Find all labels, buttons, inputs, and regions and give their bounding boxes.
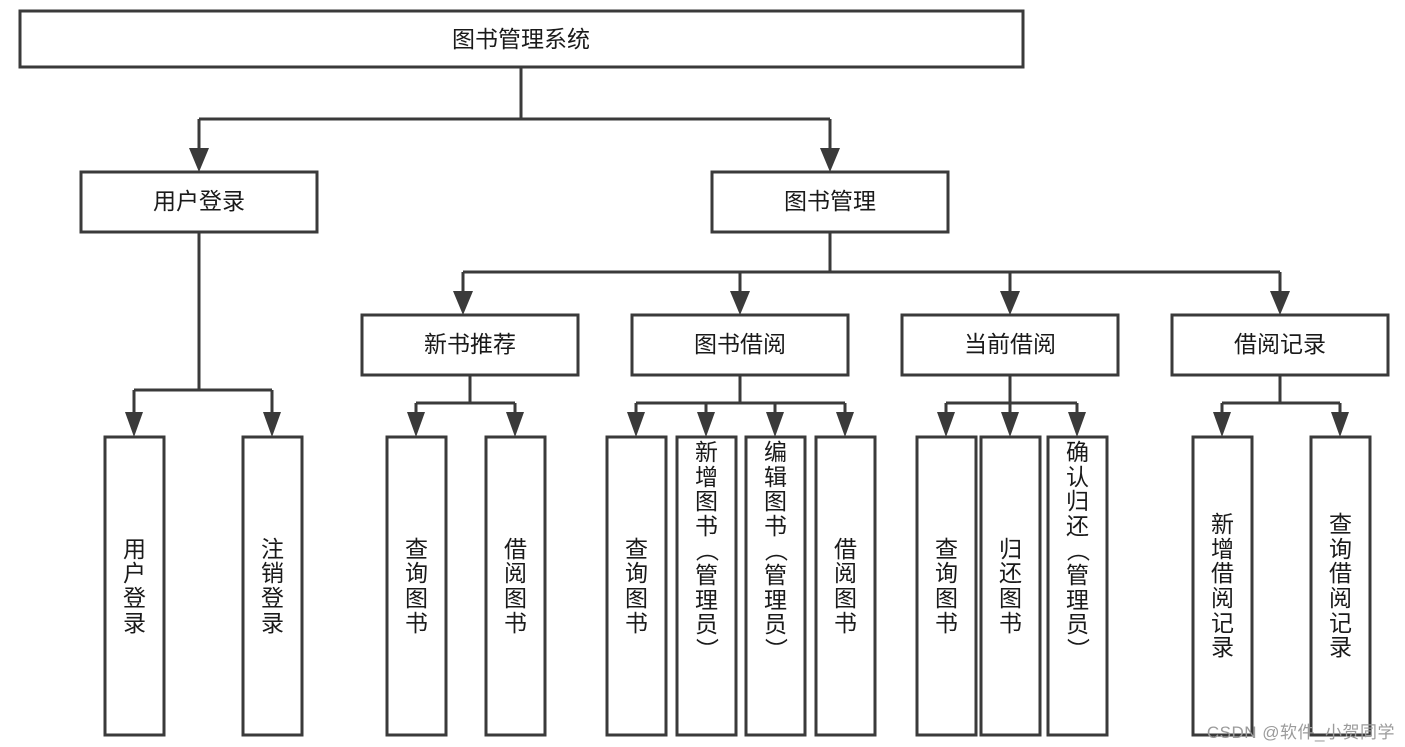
arrow-head-leaf-confirm-return	[1068, 412, 1086, 437]
arrow-head-user-login	[189, 148, 209, 172]
node-leaf-query-record-box[interactable]	[1309, 435, 1372, 737]
arrow-head-leaf-return-book	[1001, 412, 1019, 437]
connector-book-manage-to-level3	[453, 232, 1290, 315]
connector-current-borrow-to-leaves	[937, 375, 1086, 437]
node-leaf-add-record-box[interactable]	[1191, 435, 1254, 737]
arrow-head-borrow-record	[1270, 291, 1290, 315]
node-leaf-logout-login-box[interactable]	[241, 435, 304, 737]
arrow-head-leaf-query-book-1	[407, 412, 425, 437]
node-current-borrow-box[interactable]	[900, 313, 1120, 377]
arrow-head-leaf-logout-login	[263, 412, 281, 437]
node-borrow-record-box[interactable]	[1170, 313, 1390, 377]
connector-user-login-to-leaves	[125, 232, 281, 437]
connector-new-book-to-leaves	[407, 375, 524, 437]
arrow-head-leaf-edit-book	[766, 412, 784, 437]
node-book-manage-box[interactable]	[710, 170, 950, 234]
arrow-head-current-borrow	[1000, 291, 1020, 315]
node-book-borrow-label: 图书借阅	[694, 331, 786, 357]
node-leaf-edit-book-box[interactable]	[744, 435, 807, 737]
node-new-book-recommend[interactable]: 新书推荐	[360, 313, 580, 377]
connector-borrow-record-to-leaves	[1213, 375, 1349, 437]
node-book-manage[interactable]: 图书管理	[710, 170, 950, 234]
node-book-manage-label: 图书管理	[784, 188, 876, 214]
arrow-head-leaf-query-book-3	[937, 412, 955, 437]
node-new-book-recommend-label: 新书推荐	[424, 331, 516, 357]
node-user-login-box[interactable]	[79, 170, 319, 234]
arrow-head-leaf-add-record	[1213, 412, 1231, 437]
node-leaf-confirm-return-box[interactable]	[1046, 435, 1109, 737]
arrow-head-leaf-add-book	[697, 412, 715, 437]
arrow-head-leaf-user-login	[125, 412, 143, 437]
node-leaf-borrow-book-1-box[interactable]	[484, 435, 547, 737]
node-title-label: 图书管理系统	[452, 26, 590, 52]
node-borrow-record-label: 借阅记录	[1234, 331, 1326, 357]
arrow-head-book-manage	[820, 148, 840, 172]
node-leaf-query-book-3-box[interactable]	[915, 435, 978, 737]
arrow-head-book-borrow	[730, 291, 750, 315]
node-leaf-add-book-box[interactable]	[675, 435, 738, 737]
node-leaf-return-book-box[interactable]	[979, 435, 1042, 737]
node-leaf-query-book-1-box[interactable]	[385, 435, 448, 737]
node-user-login-label: 用户登录	[153, 188, 245, 214]
node-leaf-borrow-book-2-box[interactable]	[814, 435, 877, 737]
arrow-head-leaf-query-record	[1331, 412, 1349, 437]
node-book-borrow-box[interactable]	[630, 313, 850, 377]
node-current-borrow[interactable]: 当前借阅	[900, 313, 1120, 377]
node-title[interactable]: 图书管理系统	[18, 9, 1025, 69]
node-user-login[interactable]: 用户登录	[79, 170, 319, 234]
node-title-box[interactable]	[18, 9, 1025, 69]
arrow-head-leaf-query-book-2	[627, 412, 645, 437]
node-borrow-record[interactable]: 借阅记录	[1170, 313, 1390, 377]
arrow-head-leaf-borrow-book-2	[836, 412, 854, 437]
node-leaf-user-login-box[interactable]	[103, 435, 166, 737]
arrow-head-leaf-borrow-book-1	[506, 412, 524, 437]
node-book-borrow[interactable]: 图书借阅	[630, 313, 850, 377]
node-current-borrow-label: 当前借阅	[964, 331, 1056, 357]
node-new-book-recommend-box[interactable]	[360, 313, 580, 377]
arrow-head-new-book-recommend	[453, 291, 473, 315]
node-leaf-query-book-2-box[interactable]	[605, 435, 668, 737]
connector-book-borrow-to-leaves	[627, 375, 854, 437]
connector-root-to-level2	[189, 67, 840, 172]
